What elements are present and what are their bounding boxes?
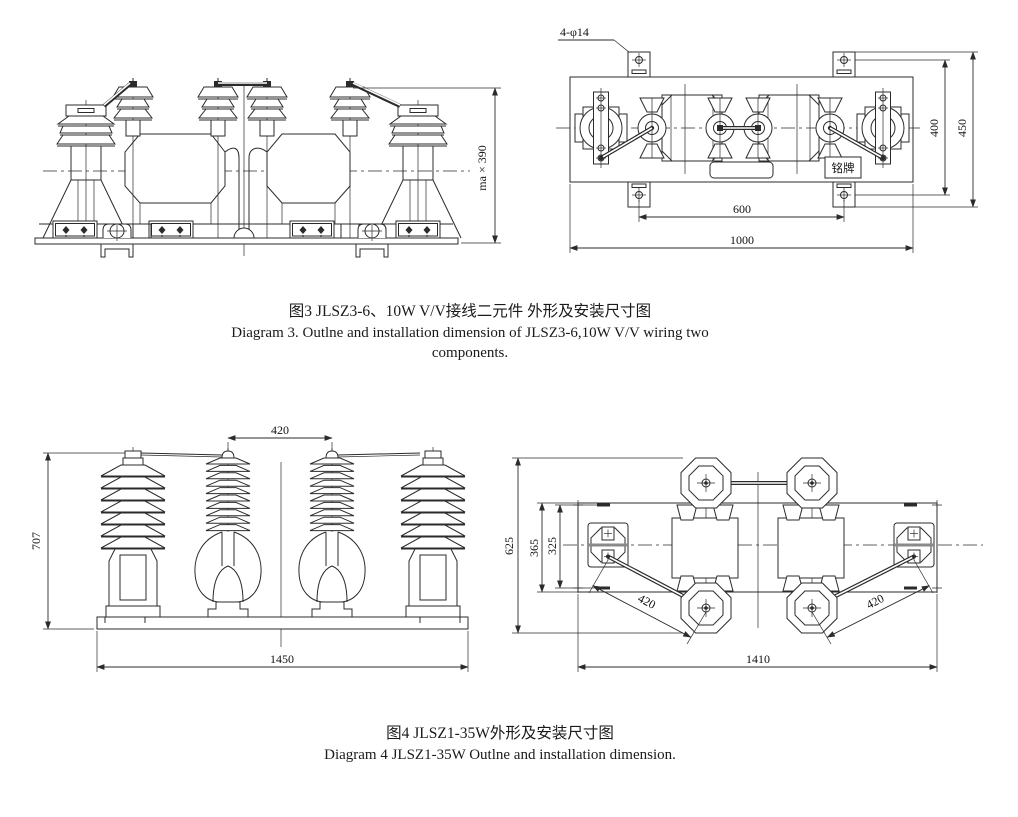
mounting-foot: [100, 243, 134, 258]
figure3-caption-zh: 图3 JLSZ3-6、10W V/V接线二元件 外形及安装尺寸图: [288, 303, 652, 320]
terminal-box: [148, 220, 194, 239]
nameplate-label: 铭牌: [832, 161, 855, 175]
link-bar-middle: [717, 125, 761, 131]
base-plate: [34, 237, 459, 245]
outer-insulator-right: [400, 446, 466, 618]
dimension-overall-depth: 450: [855, 51, 978, 208]
figure3-caption: 图3 JLSZ3-6、10W V/V接线二元件 外形及安装尺寸图 Diagram…: [230, 302, 710, 363]
dim-label-365: 365: [527, 539, 541, 557]
figure4-caption-en: Diagram 4 JLSZ1-35W Outlne and installat…: [324, 746, 676, 763]
dim-label-1450: 1450: [270, 652, 294, 666]
dimension-slot-spacing: 325: [545, 504, 597, 589]
dimension-feet-spacing: 600: [638, 200, 845, 222]
hole-callout-label: 4-φ14: [560, 25, 589, 39]
tank-right: [266, 133, 351, 204]
dim-label-420-left: 420: [636, 591, 658, 612]
figure4-top-view-drawing: 625 365 325 420 420 1410: [505, 457, 983, 672]
junction-box: [132, 223, 152, 239]
nameplate: 铭牌: [824, 156, 862, 179]
mounting-slot: [904, 586, 917, 590]
link-bar-right: [829, 126, 886, 161]
dim-label-625: 625: [505, 537, 516, 555]
mounting-foot: [355, 243, 389, 258]
terminal-link-right: [337, 452, 421, 456]
outer-insulator-left: [100, 446, 166, 618]
mounting-foot-top-left: [627, 51, 651, 78]
bushing-octagon-top-right: [786, 457, 838, 509]
base-plate: [96, 616, 469, 630]
bushing-octagon-bottom-right: [786, 582, 838, 634]
dimension-base-width: 1410: [577, 594, 938, 672]
dim-label-325: 325: [545, 537, 559, 555]
dimension-height: 707: [29, 452, 94, 630]
figure3-front-view-drawing: ma × 390: [34, 77, 501, 258]
base-plate-outline: [577, 502, 938, 593]
figure4-caption: 图4 JLSZ1-35W外形及安装尺寸图 Diagram 4 JLSZ1-35W…: [300, 724, 700, 765]
inner-insulator-left: [194, 447, 262, 618]
dimension-feet-row-spacing: 400: [855, 59, 950, 196]
mounting-slot: [597, 503, 610, 507]
terminal-link-right-2: [337, 454, 421, 458]
dim-label-1410: 1410: [746, 652, 770, 666]
bushing-octagon-top-left: [680, 457, 732, 509]
dimension-base-width: 1450: [96, 631, 469, 672]
terminal-link-left: [102, 82, 132, 108]
figure4-caption-zh: 图4 JLSZ1-35W外形及安装尺寸图: [386, 725, 614, 742]
terminal-link-left-2: [140, 454, 223, 458]
center-duct-left-edge: [224, 147, 240, 238]
figure4-front-view-drawing: 420 707 1450: [29, 424, 469, 672]
dimension-height: ma × 390: [353, 87, 501, 244]
dim-label-1000: 1000: [730, 233, 754, 247]
dim-label-707: 707: [29, 532, 43, 550]
dim-label-420: 420: [271, 424, 289, 437]
label-plate: [709, 161, 774, 179]
dim-label-height: ma × 390: [475, 145, 489, 190]
mounting-foot-top-right: [832, 51, 856, 78]
mounting-slot: [904, 503, 917, 507]
center-pedestal-arch: [233, 227, 255, 239]
core-block-right: [777, 504, 845, 592]
dimension-center-spacing: 420: [227, 424, 333, 451]
dim-label-400: 400: [927, 119, 941, 137]
dimension-base-depth: 365: [527, 502, 578, 593]
terminal-link-middle: [218, 82, 267, 86]
figure3-top-view-drawing: 4-φ14: [556, 25, 978, 253]
tank-left: [124, 133, 226, 204]
dim-label-450: 450: [955, 119, 969, 137]
bushing-octagon-bottom-left: [680, 582, 732, 634]
dimension-overall-width: 1000: [569, 184, 914, 253]
terminal-box: [395, 220, 441, 239]
center-duct-right-edge: [248, 147, 268, 238]
inner-insulator-right: [298, 447, 366, 618]
terminal-box: [52, 220, 98, 239]
terminal-link-left: [140, 452, 223, 456]
terminal-box: [289, 220, 335, 239]
link-bar-left: [598, 126, 654, 161]
figure3-caption-en: Diagram 3. Outlne and installation dimen…: [231, 324, 709, 362]
dim-label-600: 600: [733, 202, 751, 216]
core-block-left: [671, 504, 739, 592]
